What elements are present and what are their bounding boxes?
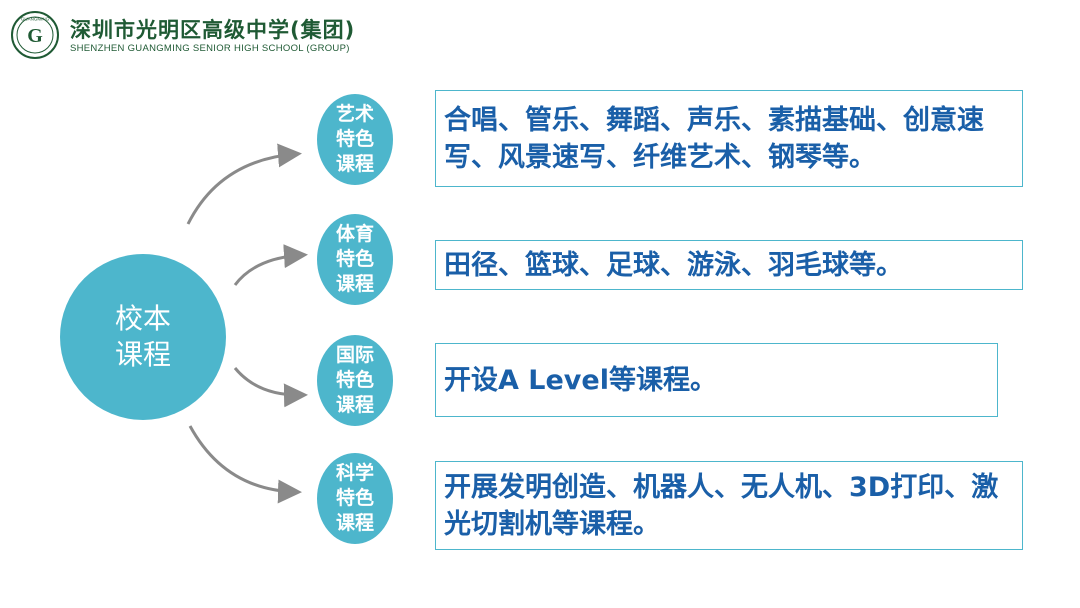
category-label-line: 课程 — [335, 394, 374, 416]
school-name-english: SHENZHEN GUANGMING SENIOR HIGH SCHOOL (G… — [70, 43, 350, 54]
category-label-line: 特色 — [335, 248, 374, 270]
category-label-line: 科学 — [335, 462, 374, 484]
arrow-to-sports — [233, 244, 308, 286]
arrow-to-science — [188, 425, 302, 504]
description-box-international: 开设A Level等课程。 — [435, 343, 998, 417]
description-text: 合唱、管乐、舞蹈、声乐、素描基础、创意速写、风景速写、纤维艺术、钢琴等。 — [444, 104, 984, 173]
category-node-international: 国际 特色 课程 — [317, 335, 393, 426]
arrow-to-arts — [186, 143, 302, 225]
category-node-arts: 艺术 特色 课程 — [317, 94, 393, 185]
description-box-science: 开展发明创造、机器人、无人机、3D打印、激光切割机等课程。 — [435, 461, 1023, 550]
category-label-line: 特色 — [335, 487, 374, 509]
school-logo-icon: G GUANGMING — [11, 11, 59, 59]
description-text: 开展发明创造、机器人、无人机、3D打印、激光切割机等课程。 — [444, 471, 999, 540]
category-node-science: 科学 特色 课程 — [317, 453, 393, 544]
school-name: 深圳市光明区高级中学(集团) — [70, 18, 356, 42]
description-box-arts: 合唱、管乐、舞蹈、声乐、素描基础、创意速写、风景速写、纤维艺术、钢琴等。 — [435, 90, 1023, 187]
category-label-line: 课程 — [335, 273, 374, 295]
description-text: 开设A Level等课程。 — [444, 364, 717, 396]
category-label-line: 特色 — [335, 128, 374, 150]
category-label-line: 课程 — [335, 512, 374, 534]
category-label-line: 体育 — [335, 223, 374, 245]
category-label-line: 艺术 — [335, 103, 374, 125]
description-box-sports: 田径、篮球、足球、游泳、羽毛球等。 — [435, 240, 1023, 290]
category-label-line: 课程 — [335, 153, 374, 175]
logo-letter: G — [27, 25, 43, 47]
category-node-sports: 体育 特色 课程 — [317, 214, 393, 305]
center-label-line-2: 课程 — [114, 338, 171, 371]
logo-ring-text: GUANGMING — [21, 17, 50, 22]
description-text: 田径、篮球、足球、游泳、羽毛球等。 — [444, 249, 903, 281]
school-curriculum-node: 校本 课程 — [60, 254, 226, 420]
category-label-line: 国际 — [335, 344, 374, 366]
category-label-line: 特色 — [335, 369, 374, 391]
arrow-to-international — [233, 367, 308, 408]
center-label-line-1: 校本 — [114, 302, 171, 335]
